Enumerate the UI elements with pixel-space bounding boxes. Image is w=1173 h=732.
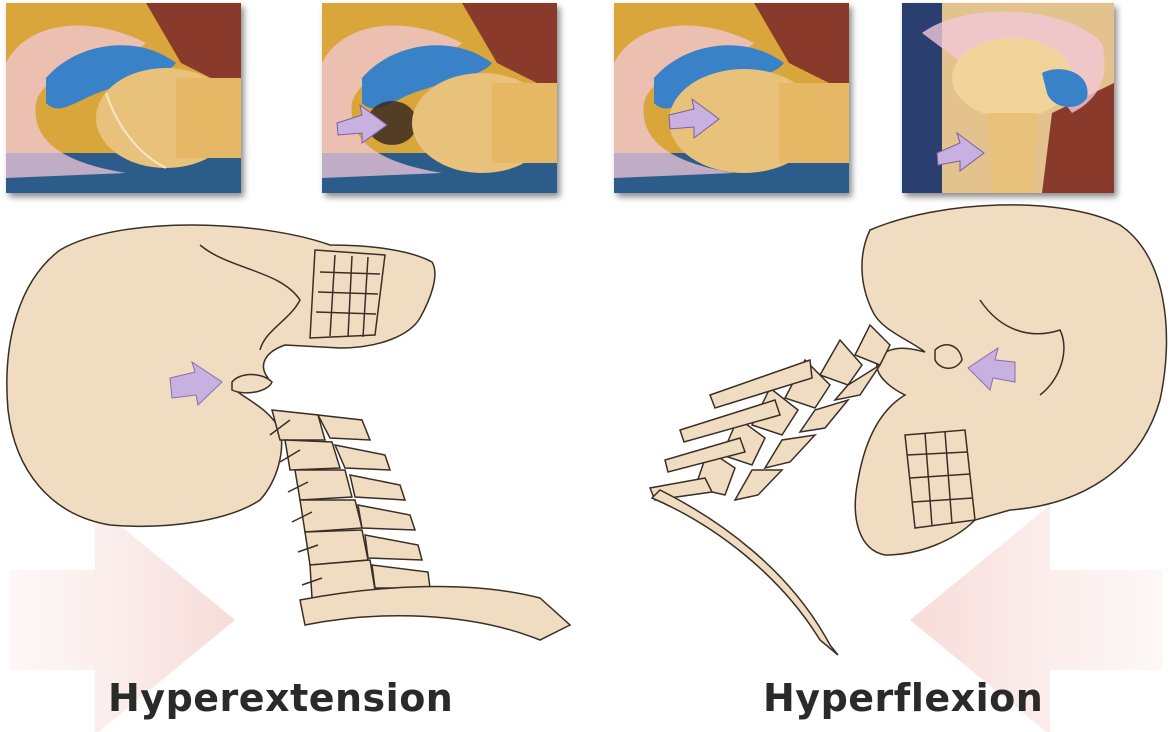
hyperextension-label: Hyperextension — [108, 676, 453, 720]
hyperflexion-label: Hyperflexion — [763, 676, 1043, 720]
spine-hyperextension — [270, 410, 570, 640]
joint-panel-1 — [6, 3, 241, 193]
spine-hyperflexion — [650, 325, 890, 655]
joint-panel-3 — [614, 3, 849, 193]
joint-panel-2 — [322, 3, 557, 193]
joint-panel-4 — [902, 3, 1114, 193]
